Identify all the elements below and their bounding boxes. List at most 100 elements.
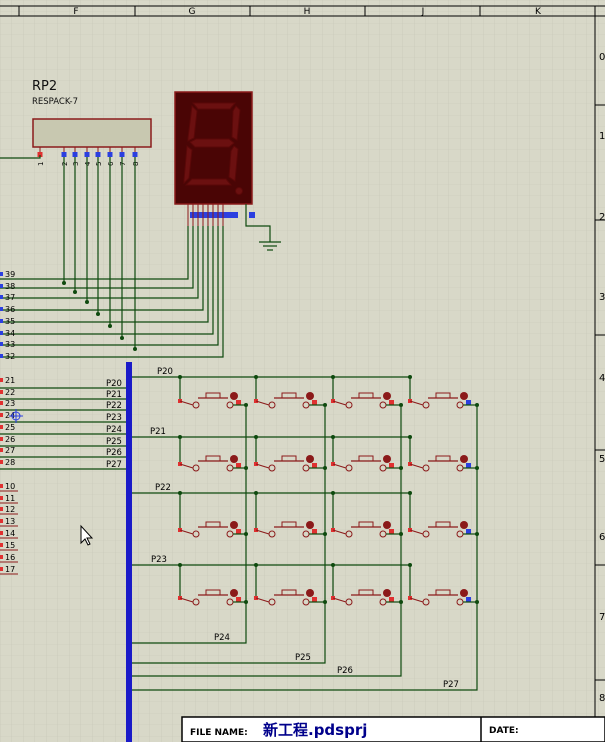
bus-entry-label: P24: [106, 425, 122, 435]
row-label-2: 2: [599, 212, 605, 223]
rp2-pin-number: 1: [37, 162, 45, 166]
upper-bus-wires: [0, 157, 224, 358]
left-pin-number: 36: [5, 305, 15, 314]
rp2-pin: [119, 152, 125, 157]
left-pin-number: 26: [5, 435, 15, 444]
row-label-7: 7: [599, 612, 605, 623]
rp2-pin: [37, 152, 43, 157]
keypad-button[interactable]: [408, 589, 479, 606]
keypad-button[interactable]: [178, 392, 248, 409]
keypad-button[interactable]: [178, 589, 248, 606]
keypad-button[interactable]: [408, 521, 479, 538]
bus-entry-label: P21: [106, 390, 122, 400]
row-label-6: 6: [599, 532, 605, 543]
rp2-pin: [61, 152, 67, 157]
rp2-body: [32, 118, 152, 148]
bus-entry-label: P20: [106, 379, 122, 389]
row-label-0: 0: [599, 52, 605, 63]
seven-segment-display[interactable]: [174, 91, 255, 218]
left-pin-number: 11: [5, 494, 15, 503]
bus-entry-label: P27: [106, 460, 122, 470]
rp2-pin-number: 3: [72, 162, 80, 166]
rp2-pin-number: 7: [119, 162, 127, 166]
main-bus[interactable]: [126, 362, 132, 742]
left-pin-number: 17: [5, 565, 15, 574]
row-label-3: 3: [599, 292, 605, 303]
row-label-1: 1: [599, 131, 605, 142]
col-label-j: J: [421, 7, 425, 17]
rp2-pin-number: 4: [84, 161, 92, 166]
left-pin-number: 34: [5, 329, 15, 338]
rp2-ref-label: RP2: [32, 79, 57, 94]
display-pin-strip: [190, 212, 238, 218]
left-pin-number: 32: [5, 352, 15, 361]
display-segments: [183, 102, 243, 195]
keypad-button[interactable]: [331, 392, 403, 409]
row-label-8: 8: [599, 693, 605, 704]
bus-entry-label: P26: [106, 448, 122, 458]
col-label-k: K: [535, 7, 542, 17]
left-pin-number: 16: [5, 553, 15, 562]
left-pin-number: 13: [5, 517, 15, 526]
keypad-button[interactable]: [408, 392, 479, 409]
column-ruler: F G H J K: [0, 5, 605, 17]
row-net-label: P23: [151, 555, 167, 565]
keypad-button[interactable]: [254, 521, 327, 538]
keypad-button[interactable]: [178, 455, 248, 472]
rp2-pin-number: 6: [107, 161, 115, 166]
keypad-button[interactable]: [178, 521, 248, 538]
row-ruler: 0 1 2 3 4 5 6 7 8: [594, 16, 605, 742]
keypad-button[interactable]: [254, 455, 327, 472]
keypad-button[interactable]: [331, 589, 403, 606]
col-label-f: F: [73, 7, 78, 17]
rp2-value-label: RESPACK-7: [32, 97, 78, 107]
left-pin-number: 35: [5, 317, 15, 326]
left-pin-labels: 3938373635343332212223242526272810111213…: [0, 270, 18, 575]
column-net-label: P24: [214, 633, 230, 643]
ground-symbol: [245, 204, 281, 251]
rp2-pin-number: 2: [61, 162, 69, 166]
left-pin-number: 38: [5, 282, 15, 291]
column-net-label: P25: [295, 653, 311, 663]
col-label-g: G: [189, 7, 196, 17]
rp2-pin: [72, 152, 78, 157]
col-label-h: H: [304, 7, 311, 17]
keypad-button[interactable]: [254, 392, 327, 409]
left-pin-number: 39: [5, 270, 15, 279]
bus-entry-label: P25: [106, 437, 122, 447]
row-net-label: P21: [150, 427, 166, 437]
keypad-button[interactable]: [331, 455, 403, 472]
row-net-label: P20: [157, 367, 173, 377]
keypad-button[interactable]: [331, 521, 403, 538]
file-name-value: 新工程.pdsprj: [263, 721, 367, 739]
rp2-pin: [84, 152, 90, 157]
keypad-button[interactable]: [408, 455, 479, 472]
rp2-pin1-wire: [0, 155, 41, 159]
left-pin-number: 28: [5, 458, 15, 467]
keypad-button[interactable]: [254, 589, 327, 606]
bus-entry-label: P22: [106, 401, 122, 411]
row-label-5: 5: [599, 454, 605, 465]
left-pin-number: 27: [5, 446, 15, 455]
row-label-4: 4: [599, 373, 605, 384]
left-pin-number: 25: [5, 423, 15, 432]
left-pin-number: 22: [5, 388, 15, 397]
display-common-pin: [249, 212, 255, 218]
bus-entry-label: P23: [106, 413, 122, 423]
left-pin-number: 21: [5, 376, 15, 385]
rp2-pin: [107, 152, 113, 157]
left-pin-number: 23: [5, 399, 15, 408]
title-block: FILE NAME: 新工程.pdsprj DATE:: [181, 716, 605, 742]
date-label: DATE:: [489, 726, 519, 736]
rp2-pin-number: 5: [95, 162, 103, 166]
left-pin-number: 15: [5, 541, 15, 550]
rp2-pin: [95, 152, 101, 157]
file-name-label: FILE NAME:: [190, 728, 248, 738]
display-leads: [187, 204, 224, 226]
